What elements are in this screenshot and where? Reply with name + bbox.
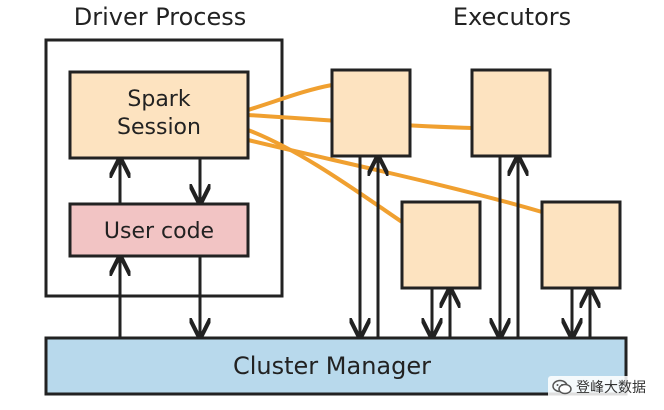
user-code-label: User code — [104, 219, 214, 244]
spark-session-label-line2: Session — [117, 115, 201, 140]
user-code-box — [68, 202, 250, 258]
cluster-manager-box — [44, 336, 628, 396]
wechat-icon — [552, 379, 572, 395]
executor-box-3 — [400, 200, 482, 290]
executor-box-4 — [540, 200, 622, 290]
cluster-manager-label: Cluster Manager — [233, 352, 431, 380]
connector-executor-1 — [246, 83, 334, 112]
watermark-text: 登峰大数据 — [576, 380, 646, 396]
executor-cluster-arrows — [360, 156, 590, 338]
spark-session-box — [68, 70, 250, 160]
driver-process-title: Driver Process — [74, 3, 247, 31]
connector-executor-4 — [246, 138, 544, 214]
executor-box-1 — [330, 68, 412, 158]
session-usercode-arrows — [120, 158, 200, 204]
executor-box-2 — [470, 68, 552, 158]
spark-session-label-line1: Spark — [127, 87, 190, 112]
executors-title: Executors — [453, 3, 571, 31]
connector-executor-3 — [246, 128, 404, 224]
watermark: 登峰大数据 — [548, 376, 650, 398]
driver-cluster-arrows — [120, 256, 200, 338]
